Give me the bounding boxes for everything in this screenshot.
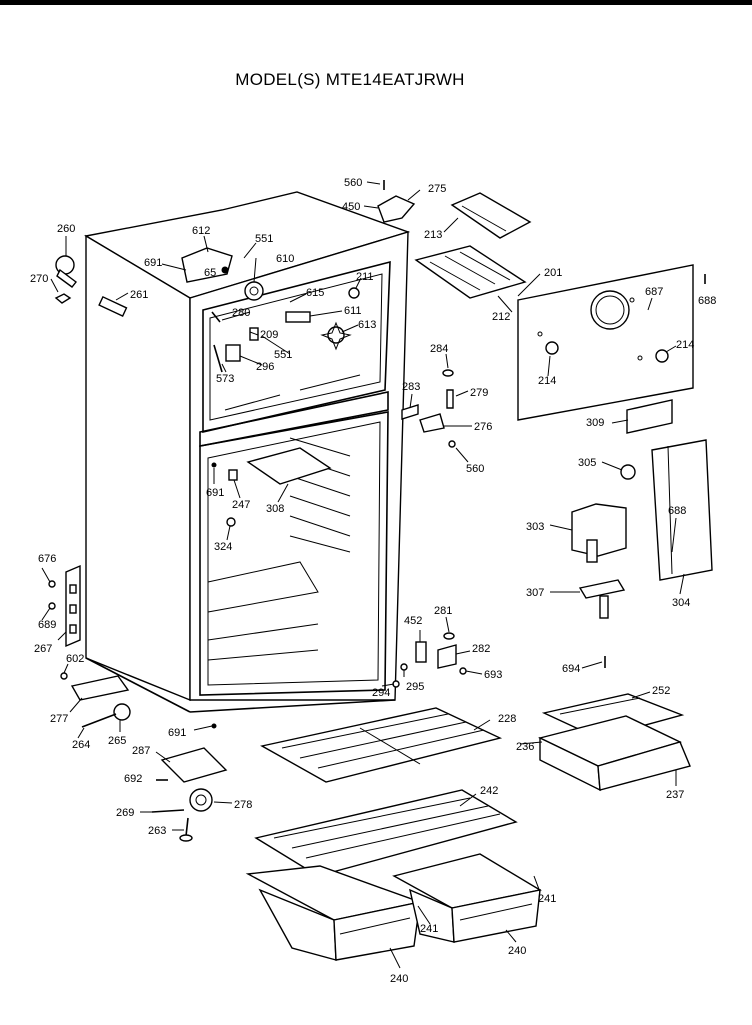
damper-control-parts — [181, 247, 360, 373]
callout-691: 691 — [206, 487, 224, 499]
callout-308: 308 — [266, 503, 284, 515]
callout-676: 676 — [38, 553, 56, 565]
callout-307: 307 — [526, 587, 544, 599]
callout-261: 261 — [130, 289, 148, 301]
callout-213: 213 — [424, 229, 442, 241]
callout-691: 691 — [144, 257, 162, 269]
callout-309: 309 — [586, 417, 604, 429]
callout-611: 611 — [344, 305, 362, 317]
callout-694: 694 — [562, 663, 580, 675]
callout-277: 277 — [50, 713, 68, 725]
callout-214: 214 — [676, 339, 694, 351]
callout-560: 560 — [344, 177, 362, 189]
callout-247: 247 — [232, 499, 250, 511]
callout-280: 280 — [232, 307, 250, 319]
callout-228: 228 — [498, 713, 516, 725]
callout-270: 270 — [30, 273, 48, 285]
callout-602: 602 — [66, 653, 84, 665]
callout-287: 287 — [132, 745, 150, 757]
callout-278: 278 — [234, 799, 252, 811]
callout-294: 294 — [372, 687, 390, 699]
callout-281: 281 — [434, 605, 452, 617]
upper-right-parts — [377, 180, 713, 619]
callout-303: 303 — [526, 521, 544, 533]
callout-693: 693 — [484, 669, 502, 681]
part-callouts: 560 275 450 213 260 612 551 691 65 610 2… — [30, 177, 716, 985]
callout-296: 296 — [256, 361, 274, 373]
callout-211: 211 — [356, 271, 374, 283]
callout-551: 551 — [255, 233, 273, 245]
callout-573: 573 — [216, 373, 234, 385]
callout-242: 242 — [480, 785, 498, 797]
middle-small-parts — [392, 632, 606, 688]
callout-615: 615 — [306, 287, 324, 299]
callout-688: 688 — [698, 295, 716, 307]
callout-201: 201 — [544, 267, 562, 279]
callout-452: 452 — [404, 615, 422, 627]
callout-691: 691 — [168, 727, 186, 739]
callout-450: 450 — [342, 201, 360, 213]
callout-276: 276 — [474, 421, 492, 433]
callout-279: 279 — [470, 387, 488, 399]
callout-209: 209 — [260, 329, 278, 341]
leader-lines — [41, 181, 685, 969]
callout-692: 692 — [124, 773, 142, 785]
callout-65: 65 — [204, 267, 216, 279]
fresh-food-parts — [211, 447, 332, 527]
refrigerator-cabinet — [84, 191, 411, 713]
callout-241: 241 — [420, 923, 438, 935]
diagram-title: MODEL(S) MTE14EATJRWH — [235, 70, 465, 89]
callout-687: 687 — [645, 286, 663, 298]
callout-689: 689 — [38, 619, 56, 631]
callout-283: 283 — [402, 381, 420, 393]
callout-284: 284 — [430, 343, 448, 355]
callout-240: 240 — [508, 945, 526, 957]
callout-214: 214 — [538, 375, 556, 387]
callout-324: 324 — [214, 541, 232, 553]
callout-613: 613 — [358, 319, 376, 331]
callout-295: 295 — [406, 681, 424, 693]
callout-252: 252 — [652, 685, 670, 697]
callout-610: 610 — [276, 253, 294, 265]
callout-265: 265 — [108, 735, 126, 747]
callout-212: 212 — [492, 311, 510, 323]
callout-275: 275 — [428, 183, 446, 195]
callout-264: 264 — [72, 739, 90, 751]
callout-240: 240 — [390, 973, 408, 985]
callout-551: 551 — [274, 349, 292, 361]
callout-304: 304 — [672, 597, 690, 609]
callout-612: 612 — [192, 225, 210, 237]
callout-688: 688 — [668, 505, 686, 517]
callout-282: 282 — [472, 643, 490, 655]
callout-269: 269 — [116, 807, 134, 819]
callout-263: 263 — [148, 825, 166, 837]
shelves-and-pans — [245, 693, 691, 961]
callout-267: 267 — [34, 643, 52, 655]
callout-237: 237 — [666, 789, 684, 801]
left-side-parts — [48, 255, 228, 842]
top-rule — [0, 0, 752, 5]
callout-236: 236 — [516, 741, 534, 753]
callout-241: 241 — [538, 893, 556, 905]
callout-260: 260 — [57, 223, 75, 235]
callout-560: 560 — [466, 463, 484, 475]
callout-305: 305 — [578, 457, 596, 469]
